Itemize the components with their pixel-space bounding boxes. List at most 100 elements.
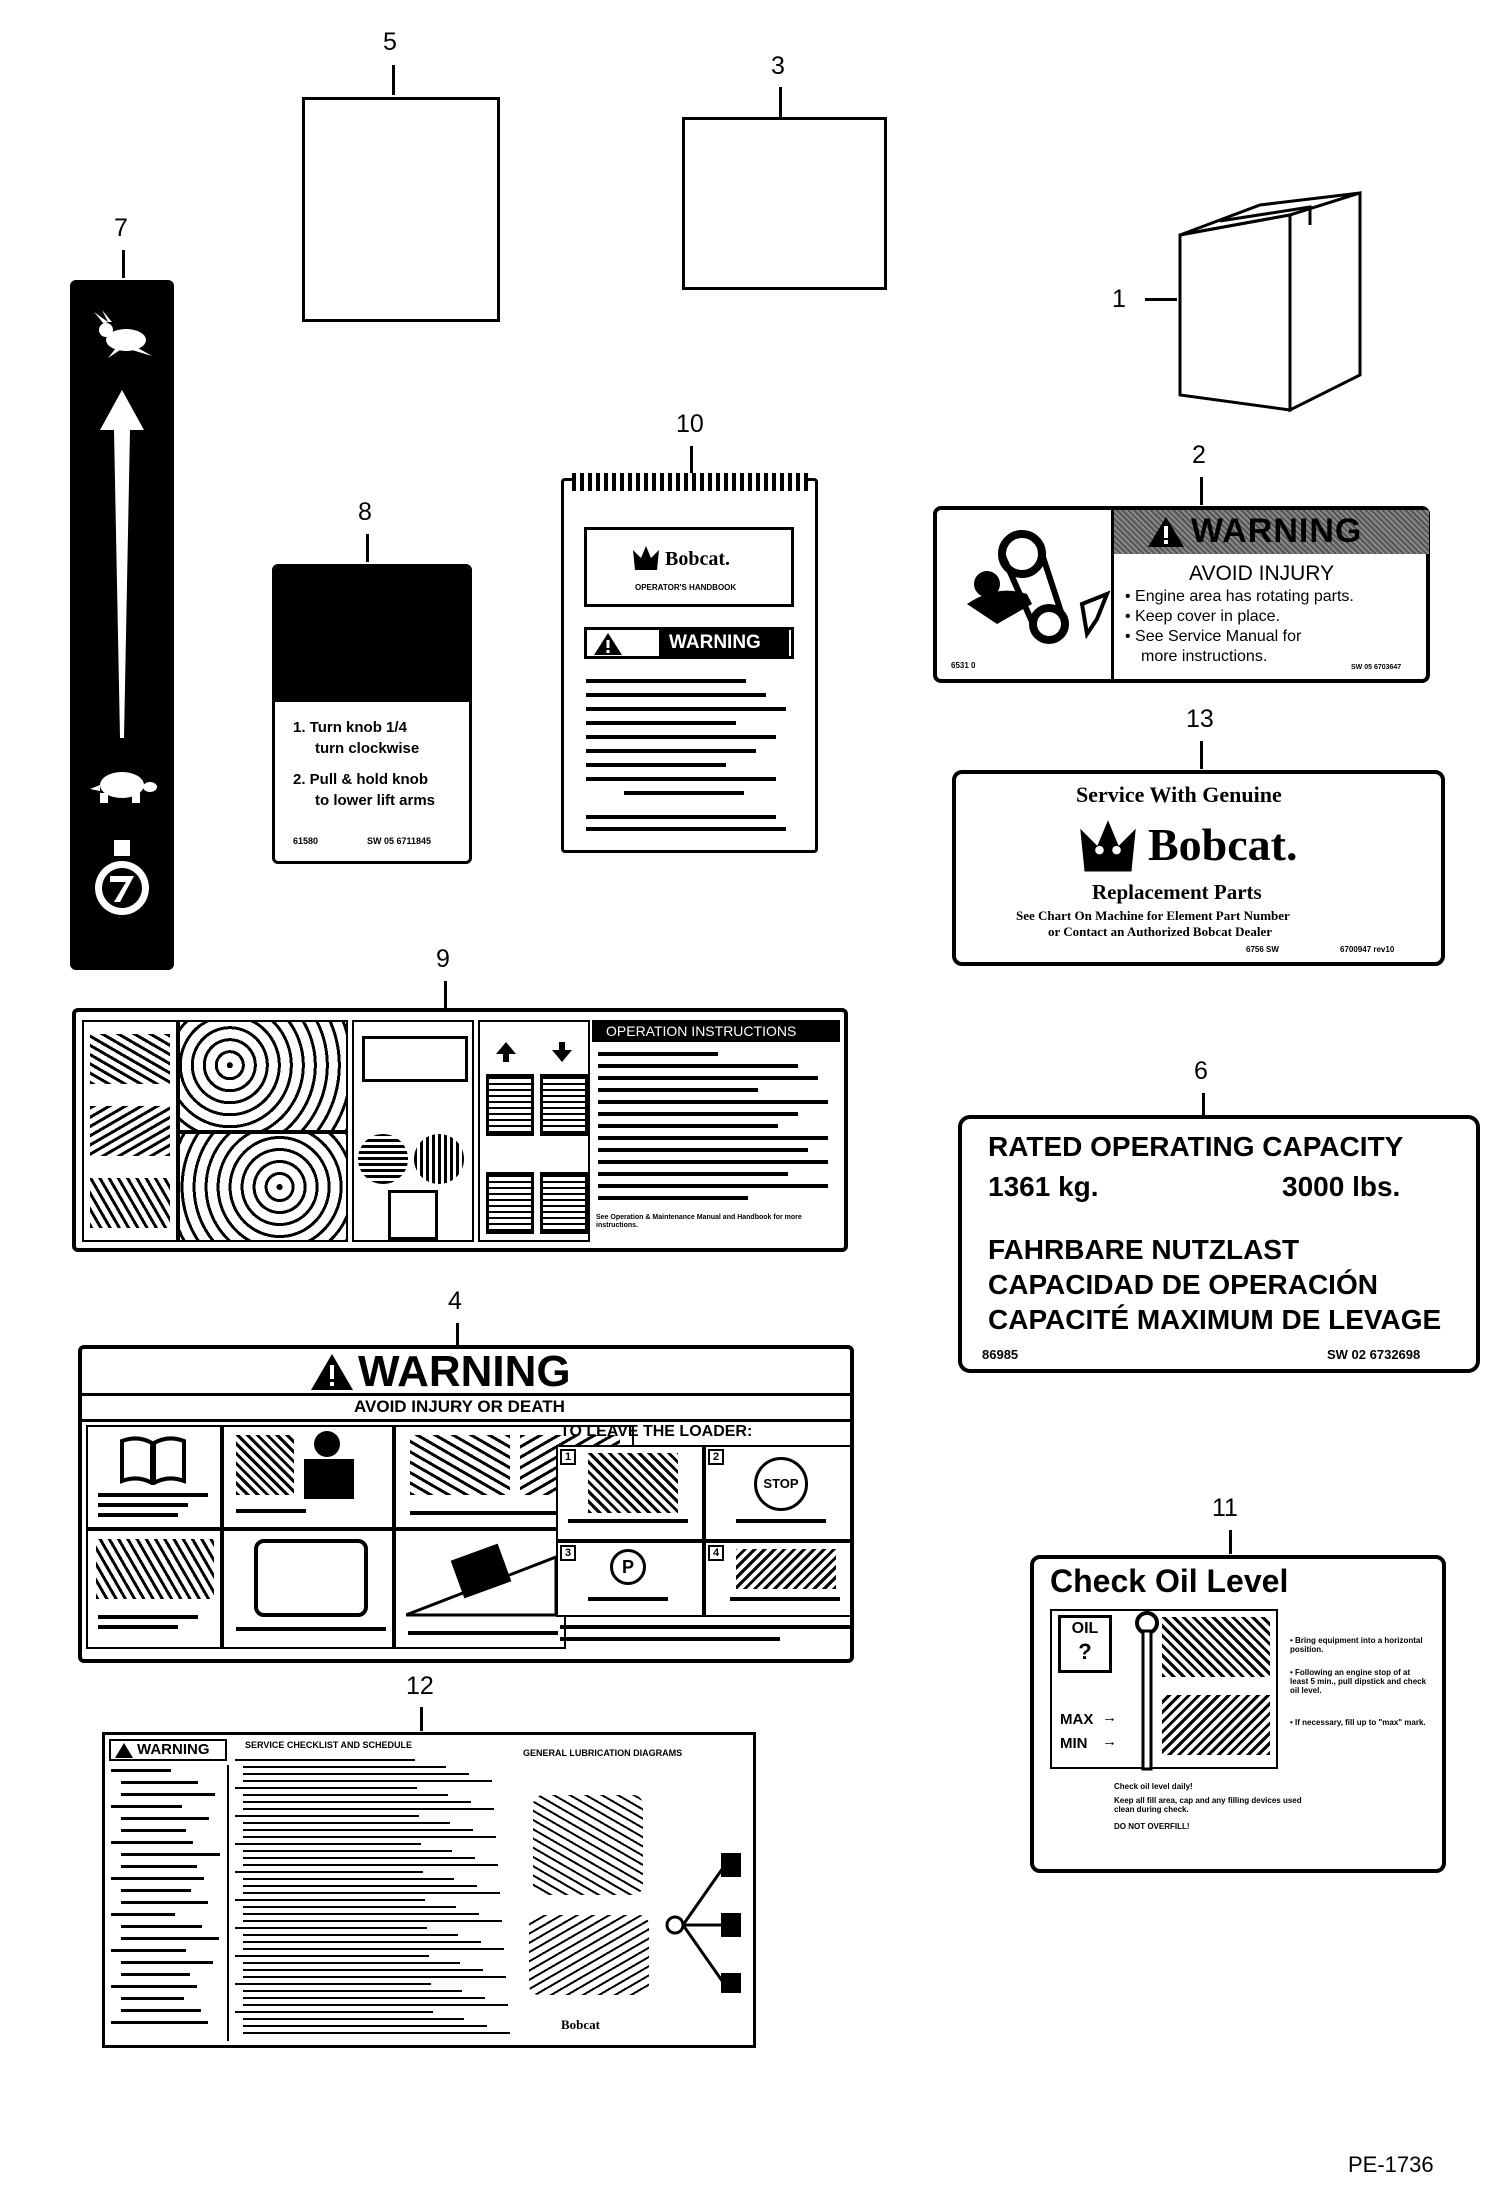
text-bar bbox=[243, 1948, 504, 1950]
callout-7: 7 bbox=[114, 214, 128, 242]
callout-13: 13 bbox=[1186, 705, 1214, 733]
text-bar bbox=[121, 1817, 209, 1820]
text-bar bbox=[111, 1841, 193, 1844]
decal-6-line2: FAHRBARE NUTZLAST bbox=[988, 1234, 1300, 1265]
decal-2-bullet-1: • Engine area has rotating parts. bbox=[1125, 588, 1354, 605]
decal-4-incline-cell bbox=[394, 1529, 566, 1649]
text-bar bbox=[243, 1969, 483, 1971]
decal-11-picto-panel: OIL ? MAX → MIN → bbox=[1050, 1609, 1278, 1771]
decal-9-header-text: OPERATION INSTRUCTIONS bbox=[606, 1023, 797, 1039]
text-bar bbox=[243, 1864, 498, 1866]
turtle-icon bbox=[90, 772, 157, 803]
decal-6-lbs: 3000 lbs. bbox=[1282, 1171, 1401, 1202]
footer-code: PE-1736 bbox=[1348, 2152, 1434, 2177]
text-bar bbox=[235, 1927, 427, 1929]
decal-4-step-4: 4 bbox=[704, 1541, 852, 1617]
leader-9 bbox=[444, 981, 447, 1009]
text-bar bbox=[243, 2004, 508, 2006]
text-bar bbox=[243, 1773, 469, 1775]
item-8-decal: 1. Turn knob 1/4 turn clockwise 2. Pull … bbox=[272, 564, 472, 864]
callout-1: 1 bbox=[1112, 285, 1126, 313]
text-bar bbox=[243, 1766, 446, 1768]
text-bar bbox=[235, 1871, 423, 1873]
step-2-number: 2 bbox=[708, 1449, 724, 1465]
decal-8-step1a: 1. Turn knob 1/4 bbox=[293, 719, 407, 736]
decal-8-black-panel bbox=[275, 567, 469, 702]
leader-8 bbox=[366, 534, 369, 562]
decal-11-bullet-1: • Bring equipment into a horizontal posi… bbox=[1290, 1636, 1423, 1654]
text-bar bbox=[111, 1985, 197, 1988]
decal-6-line4: CAPACITÉ MAXIMUM DE LEVAGE bbox=[988, 1304, 1442, 1335]
text-bar bbox=[235, 2011, 433, 2013]
callout-8: 8 bbox=[358, 498, 372, 526]
decal-11-title: Check Oil Level bbox=[1050, 1563, 1289, 1599]
text-bar bbox=[243, 1990, 462, 1992]
oil-label: OIL bbox=[1071, 1620, 1099, 1637]
decal-12-checklist bbox=[235, 1755, 515, 2041]
bobcat-logo-icon bbox=[1080, 820, 1136, 872]
text-bar bbox=[243, 1808, 494, 1810]
handbook-warning-text: WARNING bbox=[669, 632, 761, 653]
decal-13-line4: or Contact an Authorized Bobcat Dealer bbox=[1048, 924, 1272, 939]
decal-6-line1: RATED OPERATING CAPACITY bbox=[988, 1131, 1404, 1162]
decal-4-step-3: 3 P bbox=[556, 1541, 704, 1617]
item-1-box-icon bbox=[1178, 190, 1362, 413]
text-bar bbox=[121, 1973, 190, 1976]
decal-12-warning-header: WARNING bbox=[109, 1739, 227, 1761]
decal-6-kg: 1361 kg. bbox=[988, 1171, 1099, 1202]
decal-4-step-1: 1 bbox=[556, 1445, 704, 1541]
item-5-rectangle bbox=[302, 97, 500, 322]
step-4-number: 4 bbox=[708, 1545, 724, 1561]
decal-9-pictos-a bbox=[82, 1020, 178, 1242]
item-13-decal: Service With Genuine Bobcat. Replacement… bbox=[952, 770, 1445, 966]
leader-11 bbox=[1229, 1530, 1232, 1554]
decal-4-bucket-cell bbox=[86, 1529, 222, 1649]
item-7-speed-decal bbox=[70, 280, 174, 970]
callout-6: 6 bbox=[1194, 1057, 1208, 1085]
warning-triangle-icon bbox=[1148, 517, 1184, 547]
warning-triangle-icon bbox=[115, 1743, 133, 1758]
leader-13 bbox=[1200, 741, 1203, 769]
decal-11-bullet-2: • Following an engine stop of at least 5… bbox=[1290, 1668, 1427, 1695]
leader-4 bbox=[456, 1323, 459, 1346]
item-4-decal: WARNING AVOID INJURY OR DEATH TO LEAVE T… bbox=[78, 1345, 854, 1663]
item-6-decal: RATED OPERATING CAPACITY 1361 kg. 3000 l… bbox=[958, 1115, 1480, 1373]
text-bar bbox=[243, 1801, 471, 1803]
text-bar bbox=[243, 1850, 452, 1852]
leader-5 bbox=[392, 65, 395, 95]
text-bar bbox=[235, 1983, 431, 1985]
oil-question: ? bbox=[1078, 1639, 1092, 1664]
decal-11-max: MAX bbox=[1060, 1711, 1094, 1728]
text-bar bbox=[121, 1853, 220, 1856]
text-bar bbox=[121, 1781, 198, 1784]
item-3-rectangle bbox=[682, 117, 887, 290]
warning-triangle-icon bbox=[311, 1354, 353, 1390]
text-bar bbox=[111, 1769, 171, 1772]
leader-2 bbox=[1200, 477, 1203, 505]
text-bar bbox=[243, 1962, 460, 1964]
dipstick-icon bbox=[1135, 1611, 1159, 1771]
text-bar bbox=[243, 1829, 473, 1831]
decal-11-note-2: Keep all fill area, cap and any filling … bbox=[1114, 1796, 1302, 1814]
callout-9: 9 bbox=[436, 945, 450, 973]
text-bar bbox=[121, 2009, 201, 2012]
decal-2-code-left: 6531 0 bbox=[951, 661, 976, 670]
decal-13-brand: Bobcat. bbox=[1148, 819, 1298, 870]
item-2-decal: 6531 0 WARNING AVOID INJURY • Engine are… bbox=[933, 506, 1430, 683]
text-bar bbox=[243, 2032, 510, 2034]
text-bar bbox=[243, 1934, 458, 1936]
handbook-cover: Bobcat. OPERATOR'S HANDBOOK bbox=[584, 527, 794, 607]
callout-4: 4 bbox=[448, 1287, 462, 1315]
text-bar bbox=[243, 1997, 485, 1999]
decal-4-step-2: 2 STOP bbox=[704, 1445, 852, 1541]
decal-9-instructions-header: OPERATION INSTRUCTIONS bbox=[592, 1020, 840, 1042]
decal-12-right-title: GENERAL LUBRICATION DIAGRAMS bbox=[523, 1748, 683, 1758]
decal-2-header-text: WARNING bbox=[1191, 512, 1363, 550]
text-bar bbox=[243, 1836, 496, 1838]
decal-4-cab-cell bbox=[222, 1529, 394, 1649]
decal-2-code-right: SW 05 6703647 bbox=[1351, 664, 1402, 671]
max-arrow-icon: → bbox=[1102, 1709, 1117, 1726]
item-11-decal: Check Oil Level OIL ? MAX → MIN → • Brin… bbox=[1030, 1555, 1446, 1873]
arrow-down-icon bbox=[552, 1042, 572, 1062]
callout-12: 12 bbox=[406, 1672, 434, 1700]
